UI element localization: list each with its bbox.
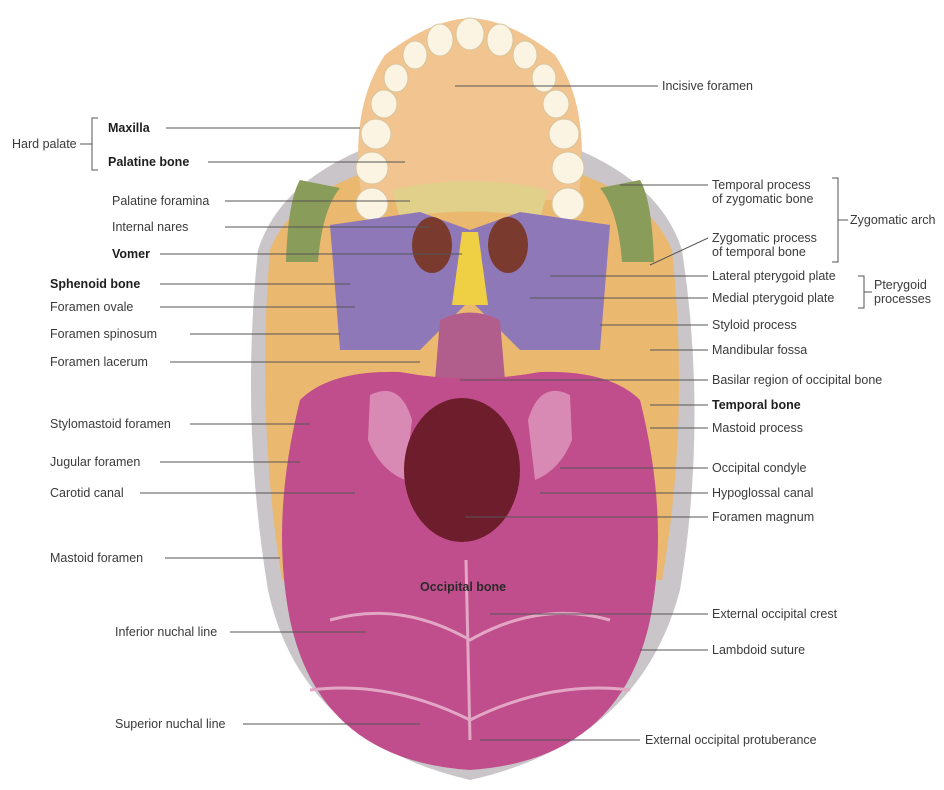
label-palatine-bone: Palatine bone [108, 155, 189, 169]
left-naris [412, 217, 452, 273]
label-styloid-process: Styloid process [712, 318, 797, 332]
basilar [435, 313, 505, 381]
label-lateral-pterygoid-plate: Lateral pterygoid plate [712, 269, 836, 283]
label-inferior-nuchal-line: Inferior nuchal line [115, 625, 217, 639]
label-zygomatic-process-temporal: Zygomatic process of temporal bone [712, 231, 817, 259]
label-lambdoid-suture: Lambdoid suture [712, 643, 805, 657]
label-occipital-bone: Occipital bone [420, 580, 506, 594]
label-occipital-condyle: Occipital condyle [712, 461, 807, 475]
label-carotid-canal: Carotid canal [50, 486, 124, 500]
label-external-occipital-crest: External occipital crest [712, 607, 837, 621]
label-foramen-spinosum: Foramen spinosum [50, 327, 157, 341]
label-stylomastoid-foramen: Stylomastoid foramen [50, 417, 171, 431]
label-medial-pterygoid-plate: Medial pterygoid plate [712, 291, 834, 305]
label-mastoid-process: Mastoid process [712, 421, 803, 435]
label-jugular-foramen: Jugular foramen [50, 455, 140, 469]
label-foramen-lacerum: Foramen lacerum [50, 355, 148, 369]
label-internal-nares: Internal nares [112, 220, 188, 234]
group-zygomatic-arch: Zygomatic arch [850, 213, 935, 227]
group-pterygoid-processes: Pterygoid processes [874, 278, 931, 306]
label-sphenoid-bone: Sphenoid bone [50, 277, 140, 291]
label-basilar-region: Basilar region of occipital bone [712, 373, 882, 387]
foramen-magnum [404, 398, 520, 542]
label-hypoglossal-canal: Hypoglossal canal [712, 486, 813, 500]
label-foramen-ovale: Foramen ovale [50, 300, 133, 314]
label-external-occipital-protuberance: External occipital protuberance [645, 733, 817, 747]
right-naris [488, 217, 528, 273]
label-incisive-foramen: Incisive foramen [662, 79, 753, 93]
label-temporal-bone: Temporal bone [712, 398, 801, 412]
label-mastoid-foramen: Mastoid foramen [50, 551, 143, 565]
label-foramen-magnum: Foramen magnum [712, 510, 814, 524]
label-temporal-process-zygomatic: Temporal process of zygomatic bone [712, 178, 813, 206]
label-maxilla: Maxilla [108, 121, 150, 135]
label-vomer: Vomer [112, 247, 150, 261]
label-mandibular-fossa: Mandibular fossa [712, 343, 807, 357]
label-superior-nuchal-line: Superior nuchal line [115, 717, 226, 731]
label-palatine-foramina: Palatine foramina [112, 194, 209, 208]
group-hard-palate: Hard palate [12, 137, 77, 151]
